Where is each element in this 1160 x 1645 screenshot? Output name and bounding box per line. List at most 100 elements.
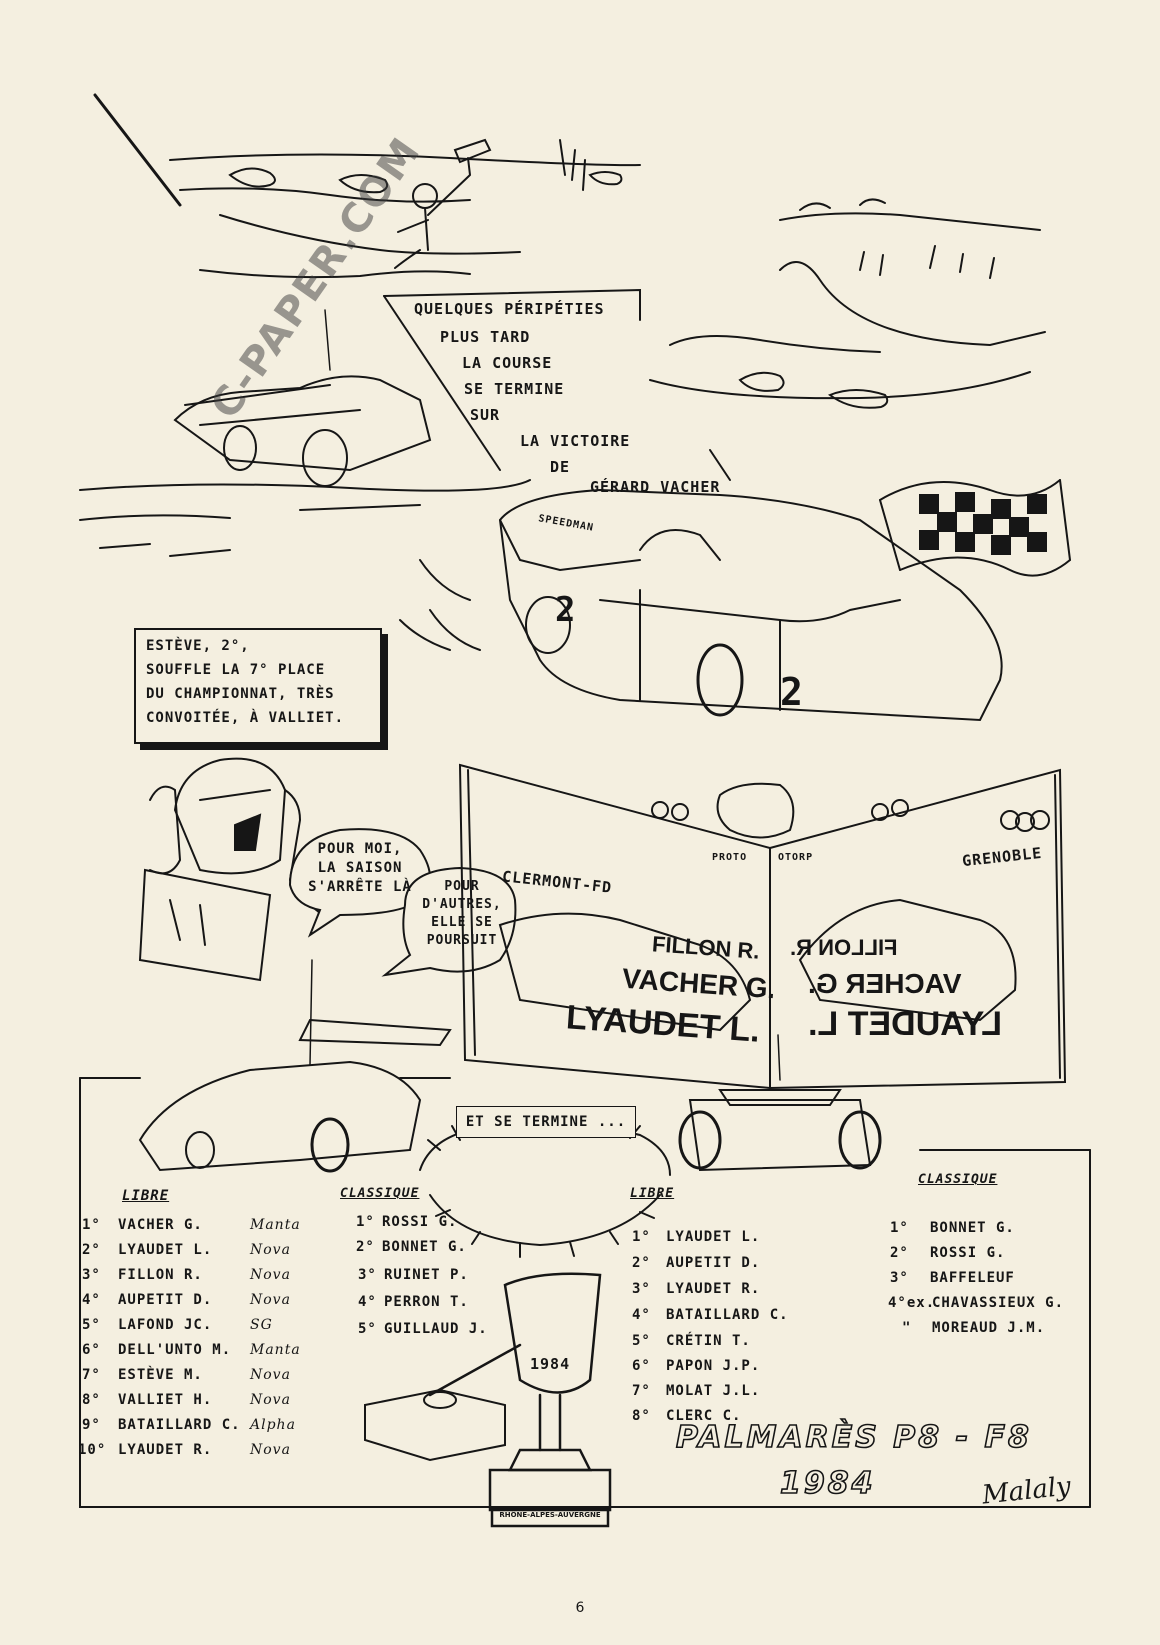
tagline-text: ET SE TERMINE ... — [465, 1114, 627, 1130]
speech-line: S'ARRÊTE LÀ — [308, 879, 412, 895]
p8-classique-heading: CLASSIQUE — [340, 1186, 420, 1201]
checkered-flag-sketch — [879, 479, 1071, 577]
esteve-caption-box: ESTÈVE, 2°, SOUFFLE LA 7° PLACE DU CHAMP… — [134, 628, 382, 744]
driver-name: RUINET P. — [384, 1267, 469, 1283]
driver-name: BONNET G. — [382, 1239, 467, 1255]
speech-bubble-2 — [381, 866, 517, 977]
position: 3° — [632, 1281, 651, 1297]
esteve-line: ESTÈVE, 2°, — [146, 638, 250, 654]
driver-name: LYAUDET L. — [666, 1229, 761, 1245]
race-track-sketch — [649, 198, 1046, 409]
position: 1° — [632, 1229, 651, 1245]
position: 4°ex. — [888, 1295, 936, 1311]
car-model: Manta — [250, 1342, 301, 1358]
billboard-mirrored-name-1: FILLON R. — [790, 935, 898, 960]
position: 1° — [82, 1217, 101, 1233]
driver-name: CLERC C. — [666, 1408, 742, 1424]
position: " — [902, 1320, 912, 1336]
narration-line: PLUS TARD — [440, 328, 531, 346]
driver-name: FILLON R. — [118, 1267, 203, 1283]
speech-text-1: POUR MOI, LA SAISON S'ARRÊTE LÀ — [300, 840, 420, 897]
driver-name: MOLAT J.L. — [666, 1383, 761, 1399]
speech-line: POURSUIT — [426, 933, 498, 948]
driver-name: PAPON J.P. — [666, 1358, 761, 1374]
car-model: Nova — [250, 1292, 291, 1308]
spectator-landscape-sketch — [169, 138, 641, 279]
car-model: Nova — [250, 1267, 291, 1283]
driver-name: ROSSI G. — [930, 1245, 1006, 1261]
speech-text-2: POUR D'AUTRES, ELLE SE POURSUIT — [412, 878, 512, 950]
driver-name: AUPETIT D. — [118, 1292, 213, 1308]
position: 8° — [632, 1408, 651, 1424]
position: 3° — [358, 1267, 377, 1283]
palmares-year: 1984 — [779, 1465, 876, 1502]
esteve-line: DU CHAMPIONNAT, TRÈS — [146, 686, 335, 702]
p8-libre-heading: LIBRE — [122, 1188, 170, 1204]
billboard-mirrored-name-3: LYAUDET L. — [808, 1005, 1002, 1043]
esteve-line: CONVOITÉE, À VALLIET. — [146, 710, 345, 726]
car-model: Nova — [250, 1242, 291, 1258]
trophy-plaque: RHÔNE-ALPES-AUVERGNE — [499, 1511, 601, 1519]
driver-name: GUILLAUD J. — [384, 1321, 488, 1337]
billboard-mirrored-name-2: VACHER G. — [808, 968, 962, 999]
billboard-proto: PROTO — [712, 852, 748, 863]
driver-name: CRÉTIN T. — [666, 1333, 751, 1349]
position: 7° — [632, 1383, 651, 1399]
position: 2° — [82, 1242, 101, 1258]
position: 8° — [82, 1392, 101, 1408]
driver-name: AUPETIT D. — [666, 1255, 761, 1271]
car-model: Nova — [250, 1392, 291, 1408]
position: 2° — [356, 1239, 375, 1255]
speech-line: POUR — [444, 879, 480, 894]
narration-line: LA VICTOIRE — [520, 432, 631, 450]
car-model: Alpha — [250, 1417, 296, 1433]
trophy-year: 1984 — [530, 1355, 571, 1373]
driver-name: BATAILLARD C. — [666, 1307, 789, 1323]
narration-line: DE — [550, 458, 571, 476]
driver-name: BONNET G. — [930, 1220, 1015, 1236]
position: 3° — [82, 1267, 101, 1283]
narration-line: GÉRARD VACHER — [590, 478, 721, 496]
car-number-side: 2 — [780, 670, 804, 714]
narration-line: LA COURSE — [462, 354, 553, 372]
driver-name: MOREAUD J.M. — [932, 1320, 1046, 1336]
driver-name: LYAUDET R. — [666, 1281, 761, 1297]
narration-line: SUR — [470, 406, 501, 424]
speech-line: D'AUTRES, — [422, 897, 502, 912]
driver-name: LYAUDET R. — [118, 1442, 213, 1458]
trophy-sketch — [488, 1272, 612, 1528]
driver-name: CHAVASSIEUX G. — [932, 1295, 1065, 1311]
position: 5° — [632, 1333, 651, 1349]
car-model: Nova — [250, 1442, 291, 1458]
driver-name: VACHER G. — [118, 1217, 203, 1233]
driver-name: DELL'UNTO M. — [118, 1342, 232, 1358]
car-number: 2 — [555, 590, 577, 630]
position: 2° — [890, 1245, 909, 1261]
position: 6° — [82, 1342, 101, 1358]
driver-name: BATAILLARD C. — [118, 1417, 241, 1433]
f8-libre-heading: LIBRE — [630, 1186, 675, 1201]
transmitter-sketch — [364, 1343, 522, 1462]
palmares-title: PALMARÈS P8 - F8 — [675, 1419, 1032, 1456]
driver-name: PERRON T. — [384, 1294, 469, 1310]
results-frame — [79, 1077, 1091, 1508]
narration-frame — [383, 288, 731, 481]
car-model: SG — [250, 1317, 273, 1333]
formula-car-sketch — [678, 1034, 882, 1172]
driver-name: LAFOND JC. — [118, 1317, 213, 1333]
position: 9° — [82, 1417, 101, 1433]
position: 5° — [82, 1317, 101, 1333]
narration-line: QUELQUES PÉRIPÉTIES — [414, 300, 605, 318]
position: 3° — [890, 1270, 909, 1286]
driver-name: VALLIET H. — [118, 1392, 213, 1408]
position: 2° — [632, 1255, 651, 1271]
driver-name: ROSSI G. — [382, 1214, 458, 1230]
billboard-sketch — [458, 763, 1067, 1090]
position: 1° — [890, 1220, 909, 1236]
car-model: Nova — [250, 1367, 291, 1383]
narration-caption: QUELQUES PÉRIPÉTIES PLUS TARD LA COURSE … — [392, 288, 719, 498]
tagline-box: ET SE TERMINE ... — [456, 1106, 636, 1138]
position: 4° — [632, 1307, 651, 1323]
speech-line: ELLE SE — [431, 915, 493, 930]
driver-name: BAFFELEUF — [930, 1270, 1015, 1286]
